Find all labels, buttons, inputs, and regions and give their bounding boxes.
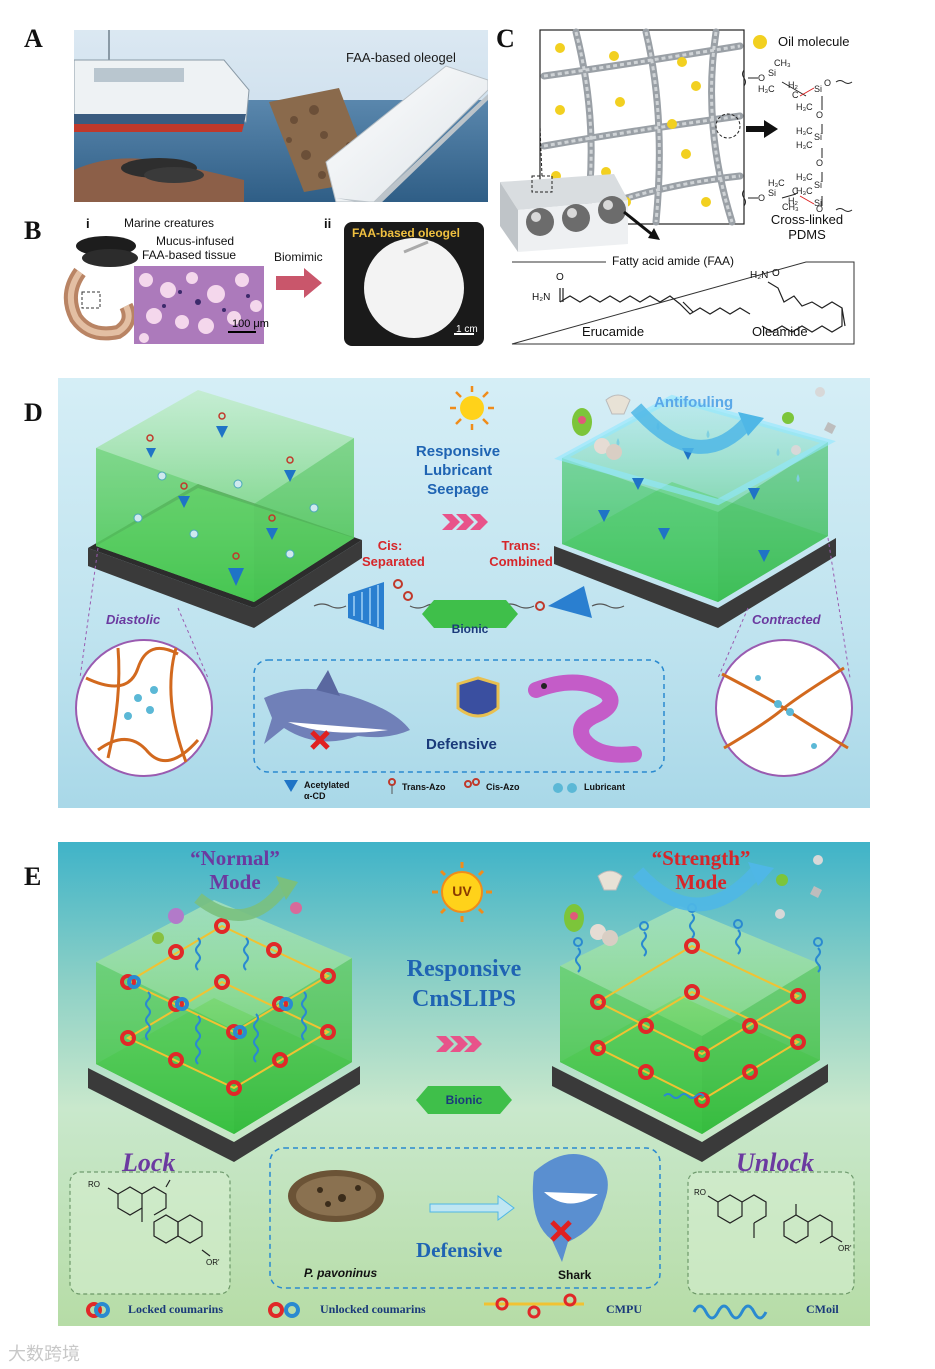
svg-text:Si: Si <box>814 132 822 142</box>
svg-text:O: O <box>824 78 831 88</box>
sub-label-ii: ii <box>324 216 331 231</box>
legend-lubricant: Lubricant <box>584 782 625 792</box>
faa-title: Fatty acid amide (FAA) <box>608 254 738 268</box>
panel-label-e: E <box>24 862 41 892</box>
panel-d: Responsive Lubricant Seepage Antifouling… <box>58 378 870 808</box>
svg-text:H₃C: H₃C <box>796 140 813 150</box>
panel-b: i Marine creatures Mucus-infused FAA-bas… <box>60 210 492 350</box>
tissue-label-1: Mucus-infused <box>156 234 234 248</box>
erucamide-o: O <box>556 272 564 283</box>
lock-or-label: OR' <box>206 1258 220 1267</box>
normal-mode-label: “Normal”Mode <box>180 846 290 894</box>
sub-label-i: i <box>86 216 90 231</box>
oleogel-label-a: FAA-based oleogel <box>346 50 456 65</box>
legend-cmpu: CMPU <box>606 1302 642 1317</box>
trans-combined-label: Trans:Combined <box>486 538 556 570</box>
svg-text:C: C <box>792 186 799 196</box>
crosslinked-pdms-label-1: Cross-linked <box>766 212 848 227</box>
svg-text:Si: Si <box>768 188 776 198</box>
oleamide-label: Oleamide <box>752 324 808 339</box>
svg-text:H₃C: H₃C <box>796 186 813 196</box>
svg-text:Si: Si <box>814 84 822 94</box>
svg-text:O: O <box>816 110 823 120</box>
legend-cis-azo: Cis-Azo <box>486 782 520 792</box>
lock-ro-label: RO <box>88 1180 100 1189</box>
legend-trans-azo: Trans-Azo <box>402 782 446 792</box>
unlock-ro-label: RO <box>694 1188 706 1197</box>
legend-unlocked-coumarins: Unlocked coumarins <box>320 1302 426 1317</box>
defensive-label-d: Defensive <box>426 736 497 753</box>
oleamide-h2n: H₂N <box>750 270 768 281</box>
contracted-label: Contracted <box>752 612 821 627</box>
svg-text:O: O <box>758 73 765 83</box>
svg-text:H₃C: H₃C <box>796 126 813 136</box>
strength-mode-label: “Strength”Mode <box>636 846 766 894</box>
oil-molecule-label: Oil molecule <box>778 34 850 49</box>
svg-text:C: C <box>792 90 799 100</box>
svg-text:O: O <box>816 158 823 168</box>
responsive-seepage-label: Responsive Lubricant Seepage <box>398 442 518 499</box>
svg-text:O: O <box>758 193 765 203</box>
svg-text:CH₃: CH₃ <box>774 58 791 68</box>
svg-text:H₃C: H₃C <box>758 84 775 94</box>
shark-label: Shark <box>558 1268 591 1282</box>
biomimic-arrow <box>276 268 322 298</box>
legend-cmoil: CMoil <box>806 1302 839 1317</box>
watermark: 大数跨境 <box>8 1340 80 1366</box>
antifouling-label: Antifouling <box>654 394 733 411</box>
tissue-micrograph <box>134 266 264 344</box>
svg-text:H₂: H₂ <box>788 196 798 206</box>
uv-label: UV <box>448 883 476 899</box>
p-pavoninus-label: P. pavoninus <box>304 1266 377 1280</box>
marine-creatures-illustration <box>60 232 140 344</box>
cm-scale-bar-label: 1 cm <box>456 324 478 335</box>
marine-creatures-label: Marine creatures <box>124 216 214 230</box>
svg-text:Si: Si <box>814 198 822 208</box>
svg-text:Si: Si <box>768 68 776 78</box>
unlock-label: Unlock <box>736 1148 814 1178</box>
tissue-scale-bar-label: 100 μm <box>232 318 269 330</box>
oleogel-label-b: FAA-based oleogel <box>352 226 460 240</box>
bionic-label-d: Bionic <box>438 622 502 636</box>
panel-e: “Normal”Mode “Strength”Mode UV Responsiv… <box>58 842 870 1326</box>
cis-separated-label: Cis:Separated <box>362 538 418 570</box>
panel-label-b: B <box>24 216 41 246</box>
bionic-label-e: Bionic <box>430 1093 498 1107</box>
svg-text:H₃C: H₃C <box>768 178 785 188</box>
legend-locked-coumarins: Locked coumarins <box>128 1302 223 1317</box>
lock-label: Lock <box>122 1148 175 1178</box>
svg-text:Si: Si <box>814 180 822 190</box>
defensive-label-e: Defensive <box>416 1238 502 1263</box>
svg-text:H₃C: H₃C <box>796 172 813 182</box>
tissue-label-2: FAA-based tissue <box>142 248 236 262</box>
panel-a-photo: FAA-based oleogel <box>74 30 488 202</box>
biomimic-label: Biomimic <box>274 250 323 264</box>
erucamide-label: Erucamide <box>582 324 644 339</box>
oleamide-o: O <box>772 268 780 279</box>
erucamide-h2n: H₂N <box>532 292 550 303</box>
unlock-or-label: OR' <box>838 1244 852 1253</box>
panel-label-a: A <box>24 24 43 54</box>
panel-label-d: D <box>24 398 43 428</box>
svg-text:H₃C: H₃C <box>796 102 813 112</box>
crosslinked-pdms-label-2: PDMS <box>766 227 848 242</box>
svg-text:H₂: H₂ <box>788 80 798 90</box>
diastolic-label: Diastolic <box>106 612 160 627</box>
